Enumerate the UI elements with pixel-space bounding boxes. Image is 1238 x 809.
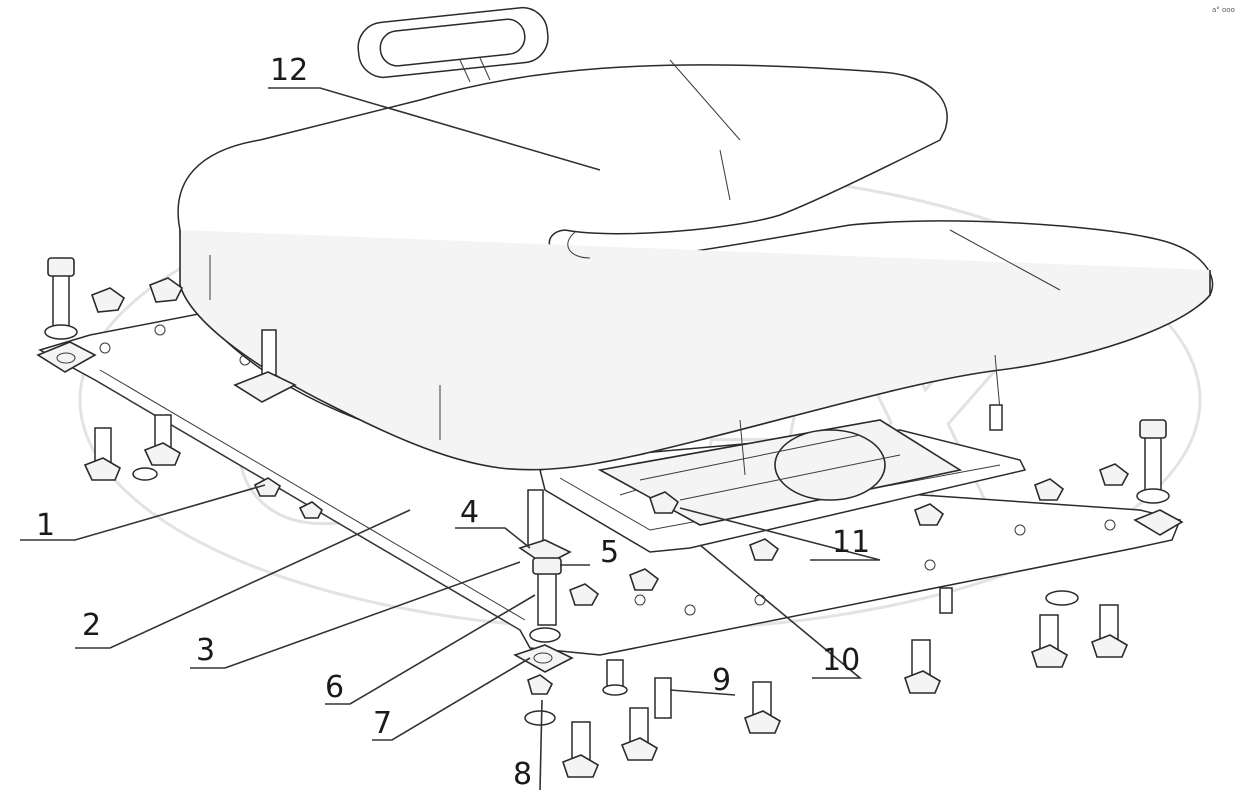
fasteners bbox=[36, 257, 1184, 778]
leader-6 bbox=[325, 594, 536, 705]
leader-lines bbox=[20, 87, 881, 791]
leader-11 bbox=[679, 507, 881, 561]
leader-7 bbox=[372, 657, 531, 741]
callout-9: 9 bbox=[712, 663, 731, 698]
callout-11: 11 bbox=[832, 525, 870, 560]
callout-labels: 1 2 3 4 5 6 7 8 9 10 11 12 bbox=[36, 53, 870, 792]
callout-2: 2 bbox=[82, 608, 101, 643]
callout-8: 8 bbox=[513, 757, 532, 792]
seat-handle bbox=[357, 6, 549, 83]
leader-1 bbox=[20, 484, 266, 541]
leader-10 bbox=[699, 544, 863, 679]
callout-6: 6 bbox=[325, 670, 344, 705]
seat-cushion bbox=[177, 59, 1214, 476]
callout-12: 12 bbox=[270, 53, 308, 88]
leader-12 bbox=[268, 87, 601, 171]
corner-mark: a° ooo bbox=[1212, 6, 1235, 14]
callout-5: 5 bbox=[600, 535, 619, 570]
callout-3: 3 bbox=[196, 633, 215, 668]
callout-4: 4 bbox=[460, 495, 479, 530]
callout-7: 7 bbox=[373, 706, 392, 741]
callout-10: 10 bbox=[822, 643, 860, 678]
callout-1: 1 bbox=[36, 508, 55, 543]
leader-9 bbox=[669, 689, 736, 696]
leader-2 bbox=[75, 509, 411, 649]
leader-3 bbox=[190, 561, 521, 669]
leader-8 bbox=[539, 699, 543, 791]
leader-4 bbox=[455, 527, 531, 549]
